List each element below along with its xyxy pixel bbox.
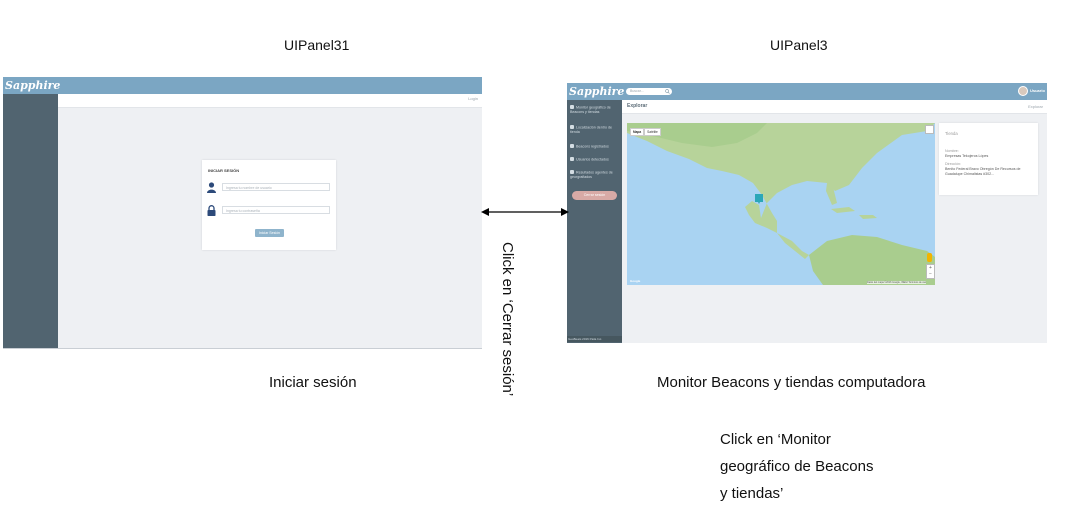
password-input[interactable]: Ingresa tu contraseña (222, 206, 330, 214)
caption-right: Monitor Beacons y tiendas computadora (657, 374, 926, 391)
page-title: Explorar (627, 103, 648, 109)
note-line-1: Click en ‘Monitor (720, 431, 831, 448)
map-attribution[interactable]: Datos del mapa ©2016 Google, INEGI Térmi… (867, 281, 927, 284)
login-card-title: INICIAR SESIÓN (208, 168, 240, 173)
login-submit-button[interactable]: Iniciar Sesión (255, 229, 284, 237)
caption-left: Iniciar sesión (269, 374, 357, 391)
monitor-subbar (622, 100, 1047, 114)
sidebar-item-label: Usuarios detectados (576, 157, 609, 162)
monitor-screen: Sapphire Buscar... Usuario Monitor geogr… (567, 83, 1047, 343)
pegman-icon[interactable] (927, 253, 932, 262)
panel-title-right: UIPanel3 (770, 37, 828, 53)
sidebar-item-resultados[interactable]: Resultados agentes de georgrafiados (570, 170, 620, 180)
map-view[interactable] (627, 123, 935, 285)
sidebar-item-label: Monitor geográfico de Beacons y tiendas (570, 105, 611, 115)
info-direccion-label: Dirección: (945, 162, 961, 166)
login-top-link[interactable]: Login (468, 96, 478, 101)
store-info-panel: Tienda Nombre: Empresas Tekojeros Lópes … (939, 123, 1038, 195)
login-subbar (58, 94, 482, 108)
info-nombre-value: Empresas Tekojeros Lópes (945, 154, 989, 158)
sidebar-item-label: Localización dentro de tienda (570, 125, 612, 135)
note-line-3: y tiendas’ (720, 485, 784, 502)
logout-button[interactable]: Cerrar sesión (572, 191, 617, 200)
zoom-control[interactable]: +− (926, 264, 935, 279)
tab-satellite[interactable]: Satélite (644, 128, 661, 136)
info-nombre-label: Nombre: (945, 149, 959, 153)
chart-icon (570, 170, 574, 174)
map-brand: Google (630, 279, 641, 283)
fullscreen-icon[interactable] (925, 125, 934, 134)
sidebar-item-usuarios[interactable]: Usuarios detectados (570, 157, 620, 162)
map-land (627, 123, 935, 285)
location-icon (570, 125, 574, 129)
panel-title-left: UIPanel31 (284, 37, 350, 53)
note-line-2: geográfico de Beacons (720, 458, 874, 475)
login-logo: Sapphire (5, 79, 61, 92)
list-icon (570, 144, 574, 148)
login-card: INICIAR SESIÓN Ingresa tu nombre de usua… (202, 160, 336, 250)
monitor-topbar (567, 83, 1047, 100)
avatar[interactable] (1018, 86, 1028, 96)
user-name[interactable]: Usuario (1030, 88, 1045, 93)
user-icon (207, 182, 216, 193)
map-type-tabs: Mapa Satélite (630, 128, 661, 136)
login-topbar (3, 77, 482, 94)
sidebar-item-monitor[interactable]: Monitor geográfico de Beacons y tiendas (570, 105, 620, 115)
search-icon[interactable] (665, 89, 670, 94)
info-direccion-value: Benito Federal Bravo Obregón De Recursos… (945, 167, 1021, 176)
sidebar-item-label: Beacons registrados (576, 144, 609, 149)
sidebar-footer: GeoBeats 2016 Paila Inc. (567, 336, 622, 342)
login-sidebar (3, 94, 58, 348)
sidebar-item-localizacion[interactable]: Localización dentro de tienda (570, 125, 620, 135)
pin-icon (570, 105, 574, 109)
lock-icon (207, 205, 216, 216)
search-input[interactable]: Buscar... (626, 88, 672, 95)
login-screen: Sapphire Login INICIAR SESIÓN Ingresa tu… (3, 77, 482, 349)
transition-label: Click en ‘Cerrar sesión’ (499, 242, 516, 397)
sidebar-item-label: Resultados agentes de georgrafiados (570, 170, 613, 180)
monitor-logo: Sapphire (569, 85, 625, 98)
tab-map[interactable]: Mapa (630, 128, 645, 136)
monitor-sidebar (567, 100, 622, 343)
transition-arrow (481, 208, 569, 216)
users-icon (570, 157, 574, 161)
sidebar-item-beacons[interactable]: Beacons registrados (570, 144, 620, 149)
username-input[interactable]: Ingresa tu nombre de usuario (222, 183, 330, 191)
map-marker-icon[interactable] (755, 194, 763, 204)
breadcrumb[interactable]: Explorar (1028, 104, 1043, 109)
info-tienda-label: Tienda (945, 131, 958, 136)
